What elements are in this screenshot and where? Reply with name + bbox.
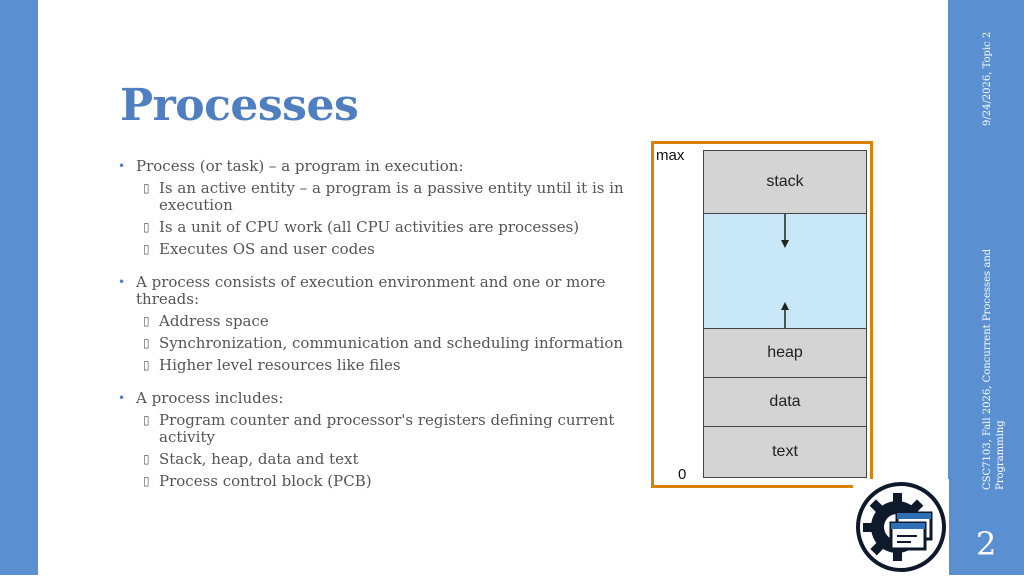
growth-arrows [781,214,789,328]
sub-bullet-icon: ▯ [143,413,150,427]
sub-bullet-icon: ▯ [143,358,150,372]
sub-bullet-text: Higher level resources like files [159,356,401,374]
bullet-icon: • [118,159,126,173]
sub-bullet-item: ▯ Is a unit of CPU work (all CPU activit… [118,219,633,236]
sub-bullet-item: ▯ Executes OS and user codes [118,241,633,258]
sub-bullet-icon: ▯ [143,336,150,350]
sub-bullet-item: ▯ Synchronization, communication and sch… [118,335,633,352]
bullet-list: • Process (or task) – a program in execu… [118,158,633,490]
data-segment: data [704,378,866,427]
sub-bullet-item: ▯ Is an active entity – a program is a p… [118,180,633,214]
sub-bullet-icon: ▯ [143,314,150,328]
bullet-text: Process (or task) – a program in executi… [136,157,464,175]
free-space-segment [704,214,866,329]
sub-bullet-text: Synchronization, communication and sched… [159,334,624,352]
sub-bullet-text: Executes OS and user codes [159,240,375,258]
zero-address-label: 0 [678,466,687,483]
bullet-icon: • [118,391,126,405]
sub-bullet-text: Program counter and processor's register… [159,411,615,446]
sub-bullet-icon: ▯ [143,474,150,488]
sub-bullet-item: ▯ Stack, heap, data and text [118,451,633,468]
heap-label: heap [767,344,803,361]
text-segment: text [704,427,866,477]
bullet-item: • A process includes: [118,390,633,407]
up-arrow-icon [781,302,789,328]
side-date: 9/24/2026, Topic 2 [982,31,993,126]
slide-number: 2 [976,525,997,563]
gear-window-logo-icon [853,479,949,575]
memory-column: stack heap data text [703,150,867,478]
bullet-text: A process consists of execution environm… [136,273,606,308]
heap-segment: heap [704,329,866,378]
side-course-title: CSC7103, Fall 2026, Concurrent Processes… [982,248,1006,490]
sub-bullet-item: ▯ Program counter and processor's regist… [118,412,633,446]
bullet-item: • Process (or task) – a program in execu… [118,158,633,175]
sub-bullet-icon: ▯ [143,452,150,466]
right-accent-bar [948,0,1024,575]
sub-bullet-text: Is a unit of CPU work (all CPU activitie… [159,218,580,236]
bullet-text: A process includes: [136,389,284,407]
sub-bullet-item: ▯ Address space [118,313,633,330]
left-accent-bar [0,0,38,575]
sub-bullet-text: Process control block (PCB) [159,472,372,490]
sub-bullet-icon: ▯ [143,220,150,234]
sub-bullet-item: ▯ Process control block (PCB) [118,473,633,490]
data-label: data [769,393,801,410]
max-address-label: max [656,147,685,164]
sub-bullet-text: Stack, heap, data and text [159,450,359,468]
sub-bullet-icon: ▯ [143,242,150,256]
slide-title: Processes [120,80,359,131]
bullet-icon: • [118,275,126,289]
text-label: text [772,443,798,460]
sub-bullet-text: Is an active entity – a program is a pas… [159,179,624,214]
sub-bullet-icon: ▯ [143,181,150,195]
memory-layout-diagram: max 0 stack heap data text [651,141,873,488]
sub-bullet-item: ▯ Higher level resources like files [118,357,633,374]
stack-label: stack [766,173,804,190]
down-arrow-icon [781,214,789,248]
bullet-item: • A process consists of execution enviro… [118,274,633,308]
stack-segment: stack [704,151,866,214]
sub-bullet-text: Address space [159,312,269,330]
